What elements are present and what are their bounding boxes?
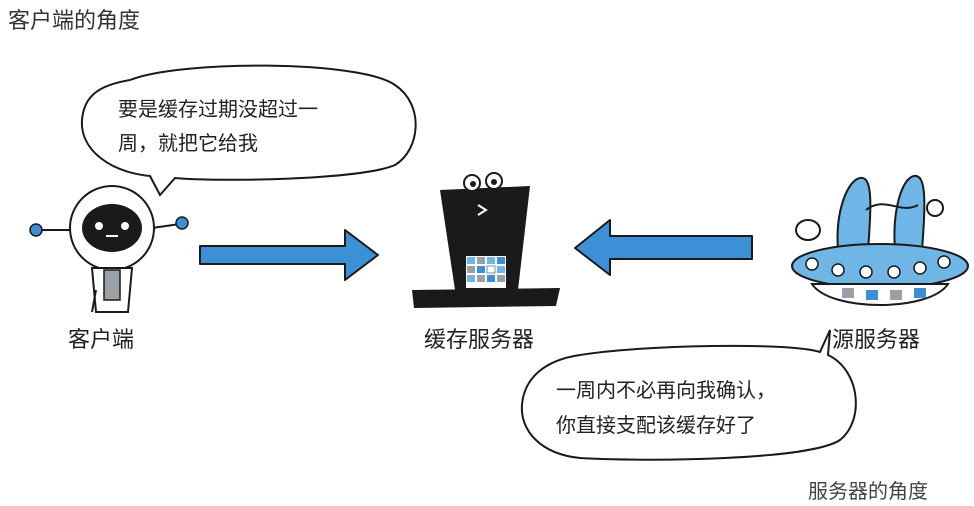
page-title: 客户端的角度 bbox=[8, 9, 141, 34]
server-speech-bubble bbox=[520, 329, 857, 461]
server-bubble-line-2: 你直接支配该缓存好了 bbox=[556, 413, 756, 437]
cache-window-grid bbox=[466, 256, 506, 288]
request-arrow-icon bbox=[199, 229, 379, 281]
cache-server-label: 缓存服务器 bbox=[424, 328, 535, 353]
response-arrow-icon bbox=[574, 219, 753, 276]
cache-server-icon bbox=[412, 172, 560, 308]
origin-server-label: 源服务器 bbox=[832, 328, 921, 353]
origin-server-icon bbox=[791, 174, 969, 306]
client-robot-icon bbox=[29, 185, 189, 313]
footer-caption: 服务器的角度 bbox=[802, 475, 934, 504]
client-label: 客户端 bbox=[68, 328, 135, 353]
client-speech-bubble bbox=[80, 64, 417, 197]
server-bubble-line-1: 一周内不必再向我确认， bbox=[556, 378, 776, 402]
client-bubble-line-2: 周，就把它给我 bbox=[118, 131, 258, 155]
client-bubble-line-1: 要是缓存过期没超过一 bbox=[118, 97, 318, 121]
